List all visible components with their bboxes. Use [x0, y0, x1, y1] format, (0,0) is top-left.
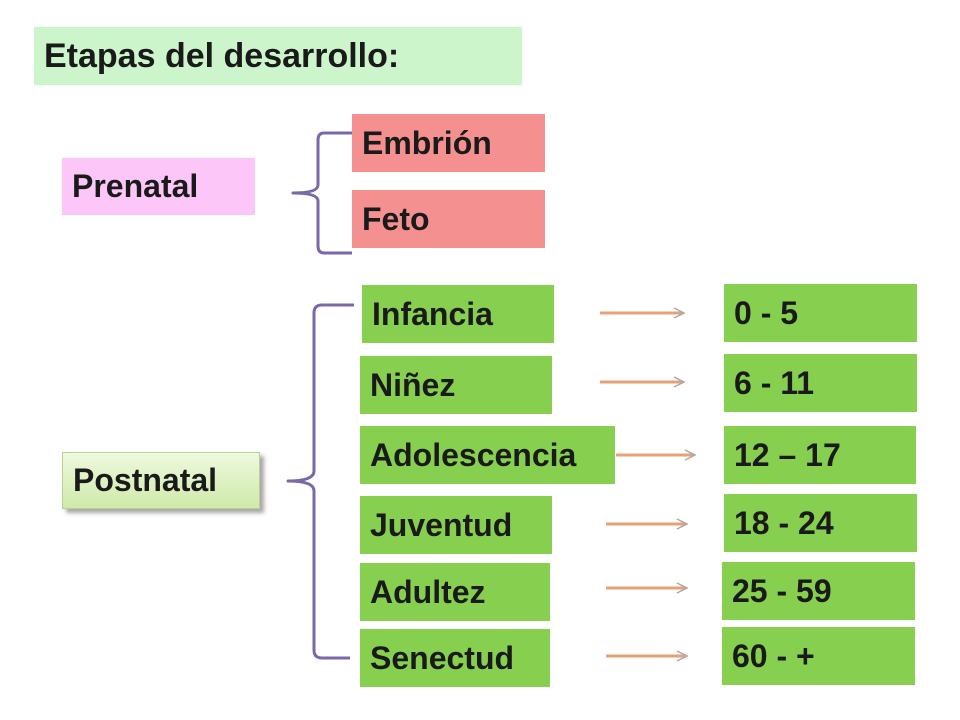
stage-adultez: Adultez — [360, 563, 550, 621]
age-adolescencia: 12 – 17 — [724, 426, 916, 484]
postnatal-brace — [286, 303, 354, 660]
age-juventud: 18 - 24 — [724, 494, 917, 552]
stage-infancia: Infancia — [362, 285, 554, 343]
stage-senectud: Senectud — [360, 629, 550, 687]
stage-embrion: Embrión — [352, 114, 545, 172]
stage-feto: Feto — [352, 190, 545, 248]
age-adultez: 25 - 59 — [722, 562, 915, 620]
page-title: Etapas del desarrollo: — [34, 27, 522, 85]
age-senectud: 60 - + — [722, 627, 915, 685]
prenatal-label: Prenatal — [62, 158, 255, 215]
stage-juventud: Juventud — [360, 496, 552, 554]
age-ninez: 6 - 11 — [724, 354, 917, 412]
prenatal-brace — [291, 131, 352, 255]
stage-adolescencia: Adolescencia — [360, 426, 615, 484]
stage-ninez: Niñez — [360, 356, 552, 414]
age-infancia: 0 - 5 — [724, 284, 917, 342]
postnatal-label: Postnatal — [62, 452, 260, 509]
